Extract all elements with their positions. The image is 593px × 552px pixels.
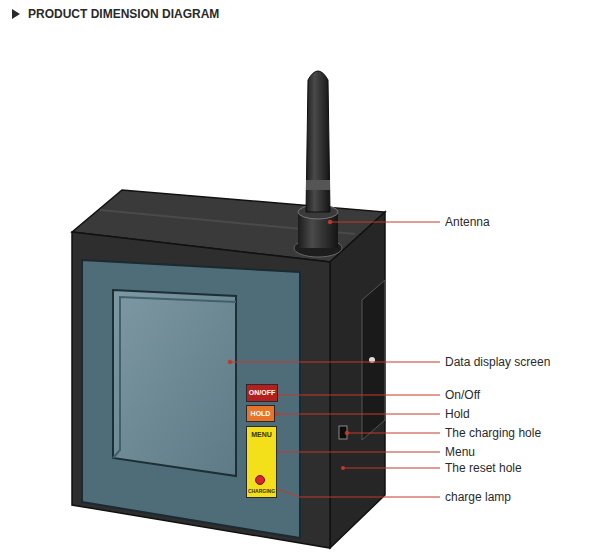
part-label: The charging hole <box>445 426 541 440</box>
button-label: HOLD <box>251 410 271 417</box>
reset-hole <box>341 466 345 470</box>
screen-bevel <box>113 297 236 458</box>
part-label: charge lamp <box>445 490 511 504</box>
side-notch <box>362 280 385 440</box>
button-label: MENU <box>251 431 272 438</box>
antenna-joint <box>306 180 330 190</box>
button-label: ON/OFF <box>249 389 275 396</box>
display-screen <box>113 290 236 476</box>
part-label: Menu <box>445 445 475 459</box>
charge-lamp <box>255 475 265 485</box>
housing-side <box>330 212 385 548</box>
panel-button: HOLD <box>246 405 275 422</box>
diagram-title: PRODUCT DIMENSION DIAGRAM <box>28 7 219 21</box>
part-label: On/Off <box>445 388 480 402</box>
part-label: Hold <box>445 407 470 421</box>
panel-button: MENU CHARGING <box>246 426 277 498</box>
panel-button: ON/OFF <box>246 384 278 402</box>
bezel <box>82 260 300 538</box>
lamp-label: CHARGING <box>247 489 276 494</box>
part-label: Antenna <box>445 215 490 229</box>
housing-front <box>72 232 330 548</box>
antenna-rod <box>306 71 330 212</box>
part-label: The reset hole <box>445 461 522 475</box>
part-label: Data display screen <box>445 355 550 369</box>
title-marker <box>12 9 20 19</box>
